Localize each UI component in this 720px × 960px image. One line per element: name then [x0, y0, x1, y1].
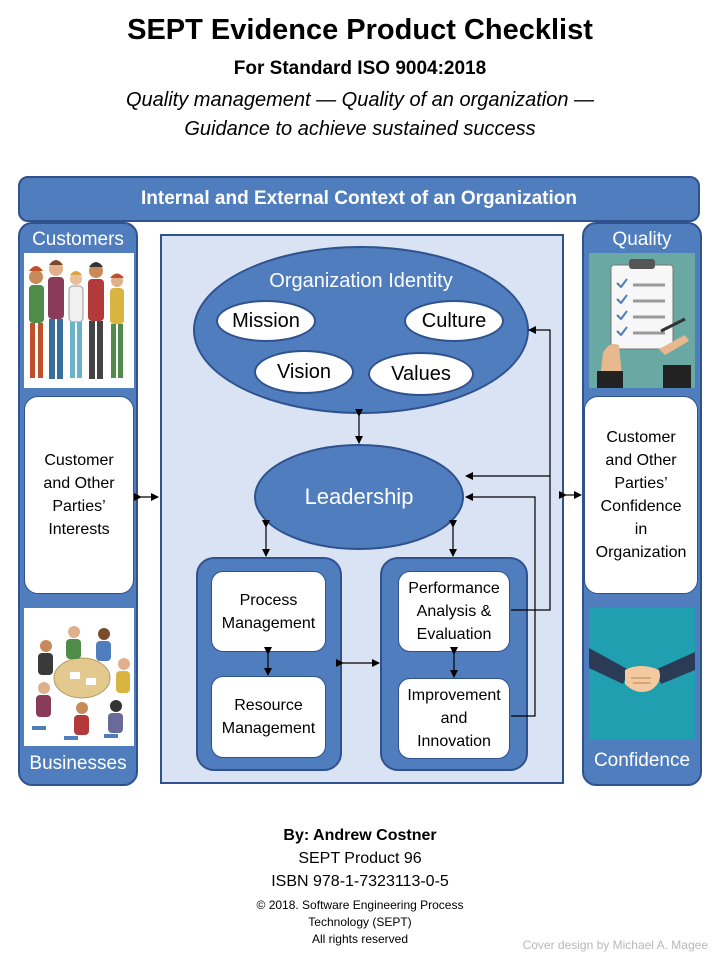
performance-to-identity-arrow	[511, 326, 551, 611]
copyright-line-2: Technology (SEPT)	[308, 915, 412, 929]
cover-credit: Cover design by Michael A. Magee	[522, 938, 708, 952]
performance-line-3: Evaluation	[416, 626, 492, 643]
confidence-line-3: Parties’	[614, 475, 668, 492]
tagline-line-1: Quality management — Quality of an organ…	[125, 89, 595, 111]
author-line: By: Andrew Costner	[283, 827, 437, 844]
leadership-ellipse: Leadership	[254, 444, 464, 550]
copyright-line-3: All rights reserved	[311, 932, 409, 946]
mission-ellipse: Mission	[216, 300, 316, 342]
confidence-label: Confidence	[593, 750, 691, 771]
interests-line-3: Parties’	[52, 498, 106, 515]
improvement-innovation-box: Improvement and Innovation	[398, 678, 510, 759]
tagline-line-2: Guidance to achieve sustained success	[184, 118, 536, 140]
context-banner: Internal and External Context of an Orga…	[18, 176, 700, 222]
confidence-line-2: and Other	[605, 452, 677, 469]
interests-line-2: and Other	[43, 475, 115, 492]
improvement-to-leadership-arrow	[465, 493, 536, 717]
business-meeting-illustration	[24, 608, 134, 746]
copyright-line-1: © 2018. Software Engineering Process	[256, 898, 464, 912]
process-management-box: Process Management	[211, 571, 326, 652]
resource-management-box: Resource Management	[211, 676, 326, 758]
improvement-line-3: Innovation	[417, 733, 491, 750]
isbn-line: ISBN 978-1-7323113-0-5	[271, 873, 449, 890]
confidence-box: Customer and Other Parties’ Confidence i…	[584, 396, 698, 594]
performance-analysis-box: Performance Analysis & Evaluation	[398, 571, 510, 652]
leadership-label: Leadership	[304, 484, 414, 509]
process-management-line-2: Management	[221, 614, 316, 632]
customers-label: Customers	[32, 229, 124, 250]
improvement-line-1: Improvement	[407, 687, 501, 704]
interests-box: Customer and Other Parties’ Interests	[24, 396, 134, 594]
quality-label: Quality	[612, 229, 672, 250]
vision-label: Vision	[276, 360, 332, 383]
values-ellipse: Values	[368, 352, 474, 396]
product-line: SEPT Product 96	[298, 850, 422, 867]
interests-line-1: Customer	[44, 452, 114, 469]
confidence-line-6: Organization	[595, 544, 687, 561]
confidence-line-1: Customer	[606, 429, 676, 446]
page-subtitle: For Standard ISO 9004:2018	[233, 58, 487, 79]
confidence-line-5: in	[634, 521, 648, 538]
values-label: Values	[391, 362, 451, 385]
businesses-label: Businesses	[29, 753, 127, 774]
vision-ellipse: Vision	[254, 350, 354, 394]
culture-label: Culture	[421, 309, 487, 332]
performance-line-1: Performance	[408, 580, 500, 597]
people-group-illustration	[24, 253, 134, 388]
handshake-illustration	[589, 608, 695, 740]
resource-management-line-2: Management	[221, 720, 316, 737]
confidence-line-4: Confidence	[600, 498, 682, 515]
resource-management-line-1: Resource	[234, 697, 303, 714]
culture-ellipse: Culture	[404, 300, 504, 342]
interests-line-4: Interests	[48, 521, 110, 538]
process-management-line-1: Process	[239, 591, 298, 609]
organization-identity-title: Organization Identity	[269, 270, 453, 292]
performance-line-2: Analysis &	[416, 603, 492, 620]
page-title: SEPT Evidence Product Checklist	[127, 14, 593, 46]
mission-label: Mission	[232, 309, 300, 332]
context-label: Internal and External Context of an Orga…	[141, 188, 577, 209]
improvement-line-2: and	[440, 710, 468, 727]
checklist-clipboard-illustration	[589, 253, 695, 388]
